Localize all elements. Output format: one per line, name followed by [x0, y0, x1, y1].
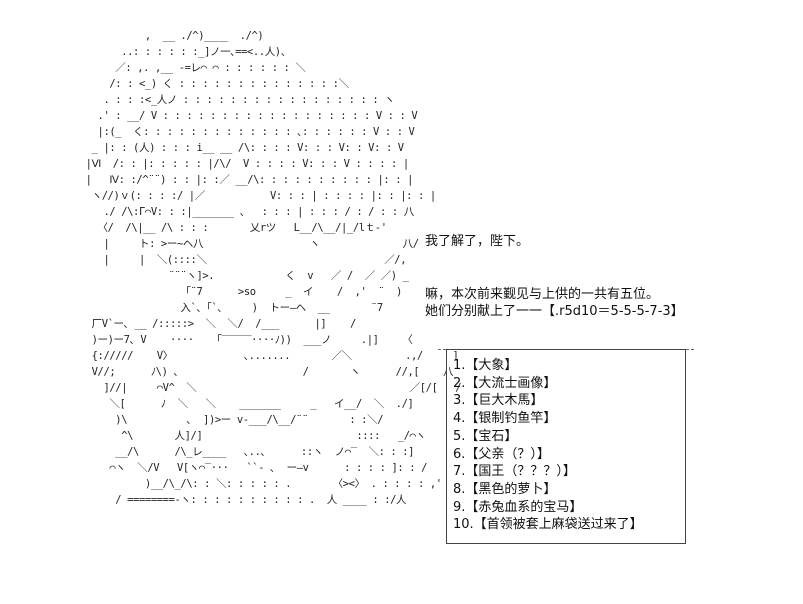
list-item: 2.【大流士画像】 — [453, 375, 557, 391]
art-line: {:///// V〉 ､....... ／＼ .,/ ] — [62, 350, 459, 362]
list-item: 4.【银制钓鱼竿】 — [453, 411, 557, 427]
art-line: 入`､「`､ ) トー―ヘ __ ¨7 — [62, 302, 383, 314]
art-line: , __ ./^)____ ./^) — [62, 30, 264, 42]
list-item: 3.【巨大木馬】 — [453, 393, 544, 409]
offerings-list: 1.【大象】 2.【大流士画像】 3.【巨大木馬】 4.【银制钓鱼竿】 5.【宝… — [447, 350, 685, 534]
art-line: / ========-ヽ: : : : : : : : : : . 人 ____… — [62, 494, 407, 506]
dialog-line: 嘛，本次前来觐见与上供的一共有五位。 — [425, 287, 660, 302]
art-line: 厂V`ー､ __ /:::::> ＼ ＼/ /___ |] / — [62, 318, 357, 330]
list-item: 9.【赤兔血系的宝马】 — [453, 499, 583, 515]
list-item: 1.【大象】 — [453, 358, 518, 373]
dialog-reply: 我了解了，陛下。 — [425, 233, 529, 250]
list-item: 7.【国王（？？？）】 — [453, 464, 576, 480]
list-item: 8.【黑色的萝卜】 — [453, 481, 557, 497]
list-item: 6.【父亲（？）】 — [453, 446, 550, 462]
art-line: 「¨7 >so _ イ / ,' ¨ ) — [62, 286, 402, 298]
art-line: )ー)ー7､ V ···· 「‾‾‾‾‾····ﾉ)) ___ノ .|] 〈 — [62, 334, 413, 346]
art-line: | | ＼(::::＼ ／/, — [62, 254, 407, 266]
art-line: |Ⅵ /: : |: : : : : |/\/ V : : : : V: : :… — [62, 158, 410, 170]
art-line: )\ ､ ])>ー v-___/\__/¨¨ : :＼/ — [62, 414, 384, 426]
art-line: ..: : : : : :_]ノ一､==<..人)、 — [62, 46, 291, 58]
art-line: /: : <_) く : : : : : : : : : : : : : :＼ — [62, 78, 349, 90]
art-line: 〈/ /\|__ /\ : : : 乂rツ L__/\__/|_/lｔ-' — [62, 222, 388, 234]
art-line: ¨¨¨ヽ]>. く v ／ / ／ ／) _ — [62, 270, 409, 282]
art-line: V//; ﾉ\) ､ / ヽ //,[ 八 — [62, 366, 454, 378]
art-line: | ト: >ー~ヘ八 ヽ 八/ — [62, 238, 419, 250]
dialog-line: 她们分别献上了一一【.r5d10＝5-5-5-7-3】 — [425, 304, 684, 319]
art-line: __/\ /\_レ____ ､..､ ::ヽ ノ⌒‾ ＼: : :] — [62, 446, 415, 458]
art-line: _ |: : (人) : : : i__ __ /\: : : : V: : :… — [62, 142, 405, 154]
offerings-box: 1.【大象】 2.【大流士画像】 3.【巨大木馬】 4.【银制钓鱼竿】 5.【宝… — [446, 349, 686, 544]
art-line: ^\ 人]/] :::: _/⌒ヽ — [62, 430, 426, 442]
list-item: 5.【宝石】 — [453, 428, 518, 444]
dialog-line: 我了解了，陛下。 — [425, 234, 530, 249]
art-line: ]//| ⌒V^ ＼ ／[/[ / — [62, 382, 462, 394]
art-line: ＼[ ﾉ ＼ ＼ _______ _ イ__/ ＼ ./] — [62, 398, 414, 410]
list-item: 10.【首领被套上麻袋送过来了】 — [453, 517, 643, 533]
art-line: |:(_ く: : : : : : : : : : : : : ､: : : :… — [62, 126, 415, 138]
art-line: ⌒ヽ ＼/V V[ヽ⌒‾··· ``- ､ ー―v : : : : ]: : / — [62, 462, 428, 474]
art-line: . : : :<_人ノ : : : : : : : : : : : : : : … — [62, 94, 395, 106]
art-line: )__/\_/\: : ＼: : : : : . 〈><〉 . : : : : … — [62, 478, 442, 490]
art-line: | Ⅳ: :/^¨¨) : : |: :／ __/\: : : : : : : … — [62, 174, 414, 186]
art-line: ./ /\:Γ⌒V: : :|_______ 、 : : : | : : : /… — [62, 206, 414, 218]
dialog-announcement: 嘛，本次前来觐见与上供的一共有五位。 她们分别献上了一一【.r5d10＝5-5-… — [425, 286, 684, 320]
art-line: .' : __/ V : : : : : : : : : : : : : : :… — [62, 110, 418, 122]
art-line: ヽ//)ｖ(: : : :/ |／ V: : : | : : : : |: : … — [62, 190, 437, 202]
ascii-art-figure: , __ ./^)____ ./^) ..: : : : : :_]ノ一､==<… — [62, 28, 462, 508]
art-line: ／: ,. ,__ -=レ⌒ ⌒ : : : : : : ＼ — [62, 62, 306, 74]
